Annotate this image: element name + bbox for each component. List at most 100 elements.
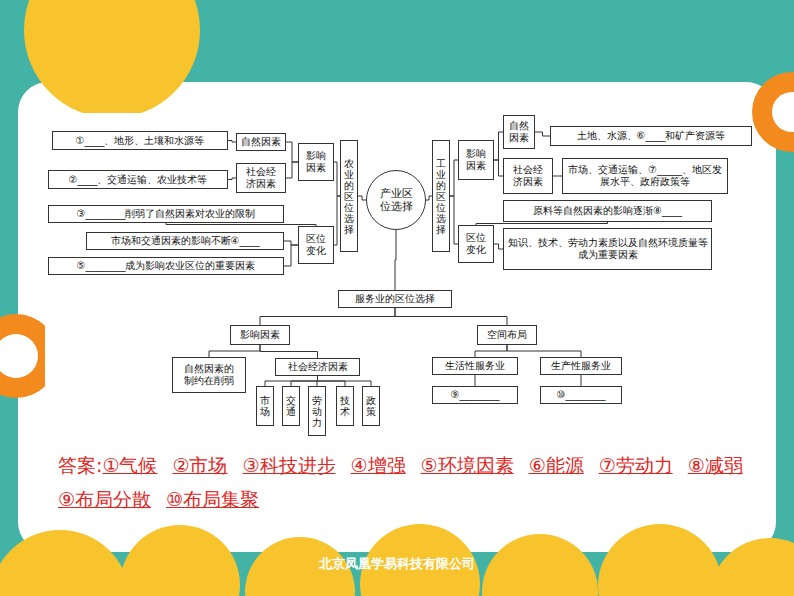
text-box: 自然因素 — [503, 115, 535, 149]
node-text: 产业区位选择 — [378, 187, 414, 213]
text-box: 生活性服务业 — [432, 357, 518, 375]
tree-connector — [475, 345, 507, 357]
tree-connector — [358, 196, 366, 200]
text-box: 自然因素 — [236, 133, 286, 151]
node-text: ③________削弱了自然因素对农业的限制 — [77, 208, 256, 220]
answer-item: ⑥能源 — [529, 454, 584, 476]
vertical-box: 劳动力 — [308, 386, 326, 436]
tree-connector — [553, 176, 562, 177]
text-box: ②____、交通运输、农业技术等 — [48, 170, 228, 189]
orange-ring — [752, 72, 794, 152]
tree-connector — [291, 376, 318, 386]
node-text: 政策 — [366, 395, 376, 417]
node-text: 劳动力 — [312, 395, 322, 428]
node-text: 自然因素 — [509, 120, 530, 144]
text-box: 知识、技术、劳动力素质以及自然环境质量等成为重要因素 — [503, 228, 712, 270]
tree-connector — [450, 160, 458, 196]
text-box: 土地、水源、⑥____和矿产资源等 — [550, 126, 752, 146]
text-box: 原料等自然因素的影响逐渐⑧____ — [503, 200, 712, 222]
tree-connector — [228, 178, 236, 180]
node-text: 影响因素 — [306, 150, 327, 174]
tree-connector — [395, 230, 396, 290]
vertical-box: 市场 — [256, 386, 274, 426]
tree-connector — [260, 308, 395, 325]
tree-connector — [209, 345, 260, 357]
tree-connector — [265, 376, 318, 386]
tree-connector — [286, 142, 298, 162]
text-box: ⑤________成为影响农业区位的重要因素 — [48, 257, 284, 275]
node-text: ⑩________ — [557, 389, 606, 401]
node-text: 服务业的区位选择 — [355, 293, 435, 305]
node-text: 区位变化 — [466, 232, 487, 256]
answer-item: ⑦劳动力 — [599, 454, 673, 476]
text-box: 市场、交通运输、⑦_____、地区发展水平、政府政策等 — [562, 158, 728, 194]
answer-item: ④增强 — [351, 454, 406, 476]
node-text: 自然因素的制约在削弱 — [183, 363, 235, 387]
node-text: 市场、交通运输、⑦_____、地区发展水平、政府政策等 — [566, 164, 724, 188]
node-text: 市场 — [260, 395, 270, 417]
vertical-box: 农业的区位选择 — [340, 140, 358, 252]
node-text: 交通 — [286, 395, 296, 417]
tree-connector — [166, 223, 316, 226]
tree-connector — [507, 345, 581, 357]
answer-heading: 答案: — [58, 454, 102, 476]
answer-item: ②市场 — [172, 454, 227, 476]
node-text: ⑤________成为影响农业区位的重要因素 — [77, 260, 256, 272]
text-box: 自然因素的制约在削弱 — [172, 357, 246, 393]
center-circle: 产业区位选择 — [366, 170, 426, 230]
node-text: 社会经济因素 — [288, 361, 348, 373]
vertical-box: 工业的区位选择 — [432, 140, 450, 252]
node-text: 区位变化 — [306, 233, 327, 257]
tree-connector — [318, 376, 372, 386]
node-text: 影响因素 — [466, 148, 487, 172]
vertical-box: 政策 — [362, 386, 380, 426]
tree-connector — [476, 222, 608, 225]
text-box: ⑩________ — [540, 386, 622, 404]
tree-connector — [284, 245, 298, 266]
text-box: 社会经济因素 — [503, 158, 553, 194]
tree-connector — [260, 345, 318, 358]
tree-connector — [228, 141, 236, 143]
answer-item: ⑧减弱 — [688, 454, 743, 476]
white-card — [18, 82, 776, 552]
tree-connector — [475, 375, 476, 386]
yellow-circle — [24, 0, 200, 118]
node-text: 知识、技术、劳动力素质以及自然环境质量等成为重要因素 — [508, 237, 708, 261]
tree-connector — [494, 160, 503, 176]
node-text: 自然因素 — [241, 136, 281, 148]
node-text: 原料等自然因素的影响逐渐⑧____ — [533, 205, 682, 217]
node-text: ⑨________ — [451, 389, 500, 401]
text-box: 区位变化 — [298, 226, 334, 264]
node-text: 市场和交通因素的影响不断④____ — [111, 235, 260, 247]
answer-item: ⑩布局集聚 — [166, 488, 259, 510]
text-box: 社会经济因素 — [275, 358, 360, 376]
text-box: ①____、地形、土壤和水源等 — [52, 131, 228, 150]
tree-connector — [450, 196, 458, 244]
text-box: 市场和交通因素的影响不断④____ — [86, 232, 284, 250]
vertical-box: 交通 — [282, 386, 300, 426]
orange-ring-hole — [772, 92, 794, 132]
node-text: 社会经济因素 — [513, 164, 544, 188]
node-text: ②____、交通运输、农业技术等 — [69, 174, 208, 186]
text-box: 服务业的区位选择 — [338, 290, 452, 308]
tree-connector — [535, 132, 550, 136]
text-box: 影响因素 — [230, 325, 290, 345]
node-text: 农业的区位选择 — [344, 158, 354, 235]
text-box: ⑨________ — [432, 386, 518, 404]
answer-item: ⑨布局分散 — [58, 488, 151, 510]
text-box: 区位变化 — [458, 225, 494, 263]
tree-connector — [494, 132, 503, 160]
text-box: 影响因素 — [298, 143, 334, 181]
text-box: 生产性服务业 — [540, 357, 622, 375]
node-text: 影响因素 — [240, 329, 280, 341]
orange-ring-hole — [0, 334, 38, 378]
node-text: 生活性服务业 — [445, 360, 505, 372]
node-text: 社会经济因素 — [246, 166, 277, 190]
node-text: 生产性服务业 — [551, 360, 611, 372]
vertical-box: 技术 — [336, 386, 354, 426]
node-text: 工业的区位选择 — [436, 158, 446, 235]
tree-connector — [395, 308, 507, 325]
node-text: ①____、地形、土壤和水源等 — [76, 135, 205, 147]
tree-connector — [284, 241, 298, 245]
yellow-clouds — [0, 524, 794, 596]
